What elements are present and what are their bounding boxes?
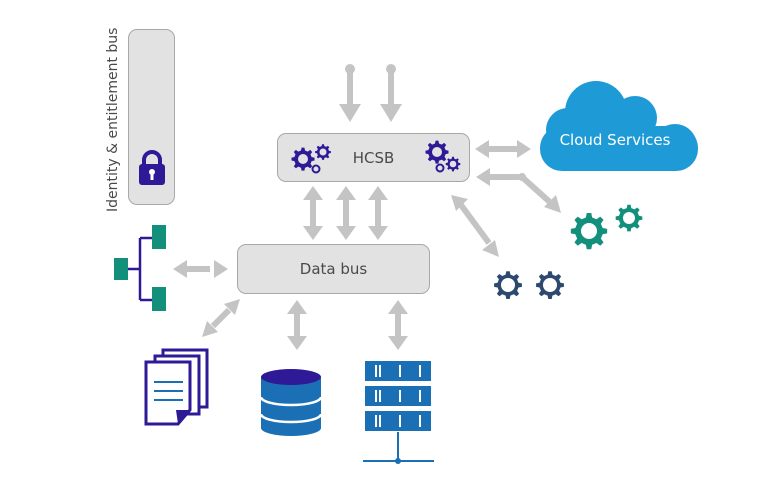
gears-icon	[291, 144, 331, 174]
arrow-databus-server	[388, 300, 408, 350]
lock-icon	[139, 150, 165, 185]
connector-arrows	[173, 64, 561, 350]
arrow-hcsb-databus-3	[368, 186, 388, 240]
arrow-hcsb-navy-gears	[451, 195, 499, 257]
cloud-shape[interactable]	[540, 81, 698, 171]
green-gears-icon[interactable]	[570, 204, 643, 250]
arrow-documents-databus	[202, 299, 240, 337]
arrow-input-2	[380, 64, 402, 122]
arrow-databus-database	[287, 300, 307, 350]
arrow-hcsb-databus-1	[303, 186, 323, 240]
hcsb-bus[interactable]: HCSB	[277, 133, 470, 182]
arrow-hcsb-databus-2	[336, 186, 356, 240]
cloud-services-label: Cloud Services	[559, 131, 671, 149]
data-bus[interactable]: Data bus	[237, 244, 430, 294]
org-chart-icon[interactable]	[114, 225, 166, 311]
database-icon[interactable]	[259, 369, 323, 436]
hcsb-label: HCSB	[352, 149, 395, 167]
gears-icon	[425, 140, 461, 173]
identity-bus-label: Identity & entitlement bus	[105, 27, 121, 212]
identity-bus[interactable]	[128, 29, 175, 205]
arrow-hcsb-cloud	[475, 140, 531, 158]
navy-gears-icon[interactable]	[494, 271, 564, 300]
documents-icon[interactable]	[144, 348, 209, 426]
arrow-hcsb-green-gears	[476, 168, 561, 213]
data-bus-label: Data bus	[299, 260, 368, 278]
arrow-hierarchy-databus	[173, 260, 228, 278]
arrow-input-1	[339, 64, 361, 122]
server-network-icon[interactable]	[363, 361, 434, 464]
